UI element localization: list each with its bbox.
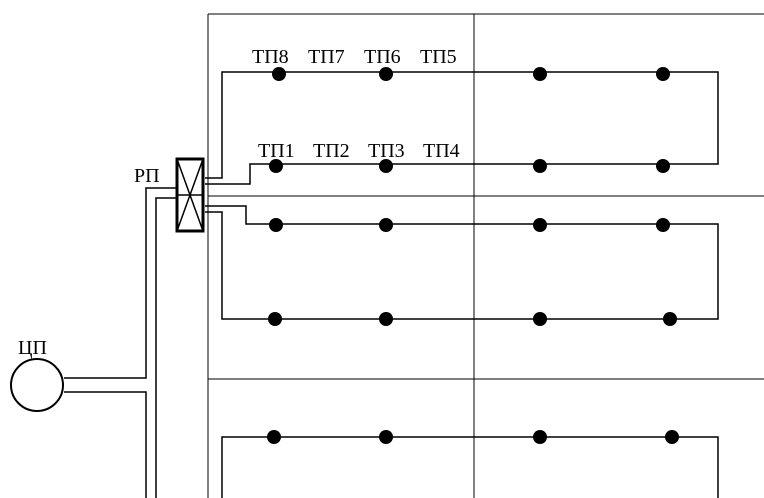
cp-label: ЦП — [18, 337, 47, 359]
substation-tp8-dot — [272, 67, 286, 81]
loop-3 — [221, 436, 719, 498]
label-tp8: ТП8 — [252, 46, 289, 68]
rp-distribution-point: РП — [134, 157, 205, 233]
feeder-cable-second — [155, 197, 177, 498]
loop-3-line — [221, 436, 719, 498]
label-tp2: ТП2 — [313, 140, 350, 162]
area-grid — [207, 13, 764, 498]
loop-1 — [205, 71, 719, 185]
substation-tp2-dot — [379, 159, 393, 173]
feeder-cable-outer — [64, 187, 177, 379]
substation-row4-dot-1 — [268, 312, 282, 326]
loop-2-line — [205, 205, 719, 320]
cp-circle — [10, 358, 64, 412]
substation-row5-dot-3 — [533, 430, 547, 444]
label-tp5: ТП5 — [420, 46, 457, 68]
label-tp6: ТП6 — [364, 46, 401, 68]
substation-row5-dot-4 — [665, 430, 679, 444]
substation-row1-dot-4 — [656, 67, 670, 81]
label-tp3: ТП3 — [368, 140, 405, 162]
substation-dots — [267, 67, 679, 444]
feeder-cable-inner — [64, 391, 147, 498]
substation-row2-dot-3 — [533, 159, 547, 173]
substation-row4-dot-4 — [663, 312, 677, 326]
loop-1-line — [205, 71, 719, 185]
feeder-cables — [64, 187, 177, 498]
label-tp7: ТП7 — [308, 46, 345, 68]
substation-labels: ТП8 ТП7 ТП6 ТП5 ТП1 ТП2 ТП3 ТП4 — [252, 46, 460, 162]
substation-row4-dot-3 — [533, 312, 547, 326]
substation-tp1-dot — [269, 159, 283, 173]
substation-row2-dot-4 — [656, 159, 670, 173]
label-tp1: ТП1 — [258, 140, 295, 162]
substation-row3-dot-3 — [533, 218, 547, 232]
loop-2 — [205, 205, 719, 320]
substation-row3-dot-2 — [379, 218, 393, 232]
substation-row5-dot-1 — [267, 430, 281, 444]
substation-row5-dot-2 — [379, 430, 393, 444]
substation-row3-dot-4 — [656, 218, 670, 232]
rp-label: РП — [134, 165, 160, 187]
cp-central-point: ЦП — [10, 337, 64, 412]
substation-tp7-dot — [379, 67, 393, 81]
substation-row4-dot-2 — [379, 312, 393, 326]
label-tp4: ТП4 — [423, 140, 460, 162]
substation-row1-dot-3 — [533, 67, 547, 81]
substation-row3-dot-1 — [269, 218, 283, 232]
